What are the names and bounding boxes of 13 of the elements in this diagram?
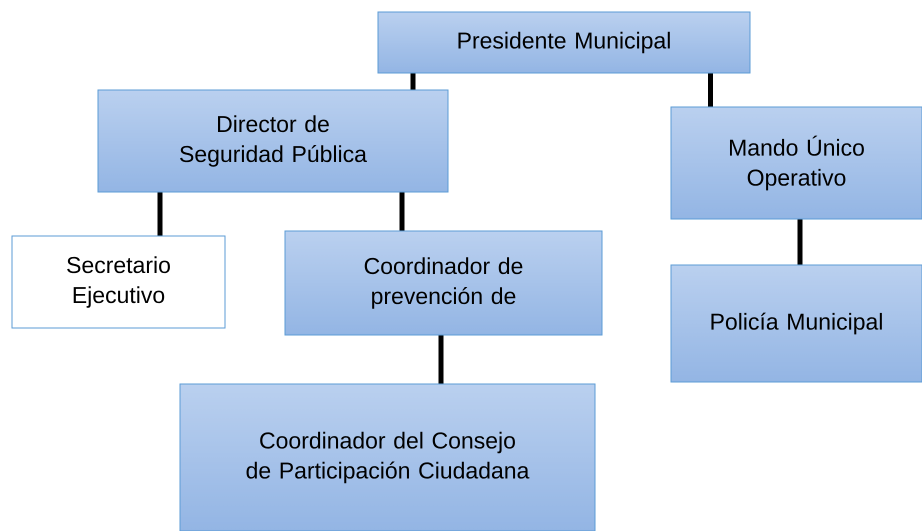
org-box: Coordinador del Consejo de Participación Ciudadana — [180, 384, 596, 531]
connector-line — [158, 192, 162, 236]
connector-line — [438, 336, 444, 384]
org-box: Director de Seguridad Pública — [98, 90, 448, 192]
org-box: Presidente Municipal — [378, 12, 750, 74]
connector-line — [410, 74, 416, 90]
connector-line — [798, 220, 802, 264]
org-box: Secretario Ejecutivo — [12, 236, 226, 328]
org-box: Policía Municipal — [670, 264, 922, 382]
connector-line — [708, 74, 713, 106]
org-box: Mando Único Operativo — [670, 106, 922, 220]
connector-line — [400, 192, 404, 230]
org-box: Coordinador de prevención de — [284, 230, 602, 336]
